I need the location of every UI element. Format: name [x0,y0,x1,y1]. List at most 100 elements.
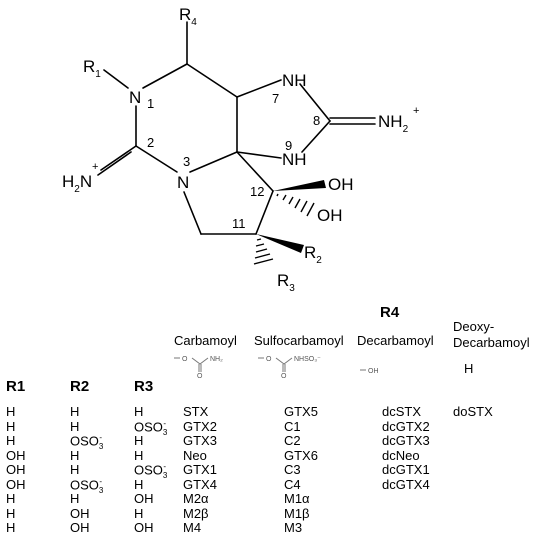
label-position-11: 11 [232,216,246,231]
cell-deoxy: doSTX [453,405,493,418]
label-oh-lower: OH [317,206,343,225]
cell-decarb: dcGTX3 [382,434,430,447]
bond-c4a-c12 [236,151,274,192]
cell-sulfo-value: GTX5 [284,404,318,419]
label-position-1: 1 [147,96,154,111]
label-position-9: 9 [285,138,292,153]
header-decarbamoyl: Decarbamoyl [357,333,434,348]
cell-r1-value: OH [6,462,26,477]
cell-sulfo: C2 [284,434,301,447]
cell-r3: H [134,434,143,447]
cell-carbamoyl-value: GTX4 [183,476,217,492]
cell-sulfo: GTX5 [284,405,318,418]
bond-c2-nh-a [100,145,137,171]
cell-r3: OSO3- [134,418,167,437]
header-deoxy-line1: Deoxy- [453,319,495,334]
cell-r3-value: OSO [134,418,163,434]
header-r2: R2 [70,378,90,395]
bond-nh9-c4a [236,151,282,159]
cell-sulfo-value: C2 [284,433,301,448]
carbamoyl-fragment: O NH₂ O [174,356,223,380]
cell-decarb: dcGTX4 [382,478,430,491]
decarbamoyl-fragment-oh: OH [368,368,379,375]
bond-c5-nh7 [236,79,282,98]
cell-r2: OSO3- [70,434,104,451]
cell-r3: OH [134,492,154,505]
carbamoyl-fragment-o: O [182,356,188,363]
cell-deoxy-value: doSTX [453,404,493,419]
cell-sulfo: M3 [284,521,302,534]
wedge-c11-r2 [256,234,304,253]
cell-decarb-value: dcGTX4 [382,476,430,492]
cell-r3-value: H [134,505,144,521]
cell-sulfo-value: M3 [284,520,303,535]
label-n3: N [177,173,189,192]
cell-r1: OH [6,463,26,476]
cell-r2: H [70,449,79,462]
wedge-c12-oh1 [273,180,326,191]
cell-r3: H [134,449,143,462]
cell-decarb: dcSTX [382,405,421,418]
cell-r3: H [134,405,143,418]
cell-carbamoyl-value: GTX3 [183,433,217,448]
cell-carbamoyl-value: M2β [183,505,209,521]
cell-carbamoyl: M2α [183,492,209,505]
decarbamoyl-fragment: OH [360,368,379,375]
label-nh2-plus: NH2 [378,112,409,135]
sulfocarbamoyl-fragment-o: O [266,356,272,363]
label-nh9: NH [282,150,307,169]
cell-carbamoyl: M2β [183,507,209,520]
cell-r1-value: H [6,491,16,506]
cell-r2: OH [70,507,90,520]
label-nh2-charge: + [413,105,419,117]
bond-n3-c4a [189,151,238,173]
sulfocarbamoyl-fragment: O NHSO₃⁻ O [258,356,321,380]
sulfocarbamoyl-fragment-co: O [281,373,287,380]
cell-r3-value: OSO [134,462,163,478]
cell-r1: H [6,434,15,447]
cell-r2: OSO3- [70,476,103,495]
cell-decarb-value: dcNeo [382,447,420,463]
cell-r2-value: H [70,404,80,419]
cell-carbamoyl: GTX2 [183,420,217,433]
bond-r1-n1 [103,69,129,89]
header-r4: R4 [380,304,400,321]
cell-sulfo: C4 [284,478,301,491]
cell-sulfo: C1 [284,420,301,433]
cell-r3-subscript: 3 [162,470,168,480]
hash-c12-oh2 [276,193,315,217]
cell-sulfo: GTX6 [284,449,318,462]
cell-r3: OSO3- [134,462,168,480]
cell-r2-value: OH [70,505,90,521]
cell-sulfo-value: GTX6 [284,447,318,463]
cell-sulfo-value: C3 [284,462,301,477]
cell-r2-value: OH [70,520,90,535]
cell-carbamoyl-value: M2α [183,491,209,506]
cell-r2-value: OSO [70,476,99,492]
cell-r1-value: H [6,418,16,434]
cell-decarb-value: dcGTX2 [382,418,430,434]
cell-r1: H [6,405,15,418]
cell-r3-value: H [134,476,144,492]
header-r1: R1 [6,378,26,395]
cell-r1: H [6,521,15,534]
cell-r2-value: H [70,491,80,506]
cell-r2: H [70,420,79,433]
label-h2n-charge: + [92,161,98,173]
saxitoxin-core-structure: R4 R1 N 1 NH 7 8 NH2 + 9 NH 2 + H2N N 3 … [62,5,419,294]
bond-c2-nh-b [97,151,132,176]
header-sulfocarbamoyl: Sulfocarbamoyl [254,333,344,348]
cell-sulfo-value: C4 [284,476,301,492]
hash-c11-r3 [253,238,274,265]
cell-sulfo-value: C1 [284,418,301,434]
header-carbamoyl: Carbamoyl [174,333,237,348]
cell-r2-value: H [70,462,80,477]
cell-r1-value: H [6,433,16,448]
header-deoxy-decarbamoyl: Deoxy- Decarbamoyl [453,319,530,351]
cell-r1-value: H [6,520,16,535]
carbamoyl-fragment-nh2: NH₂ [210,356,223,363]
cell-carbamoyl: STX [183,405,208,418]
label-h2n: H2N [62,172,92,195]
sulfocarbamoyl-fragment-nhso3: NHSO₃⁻ [294,356,321,363]
cell-r2-subscript: 3 [98,441,104,451]
